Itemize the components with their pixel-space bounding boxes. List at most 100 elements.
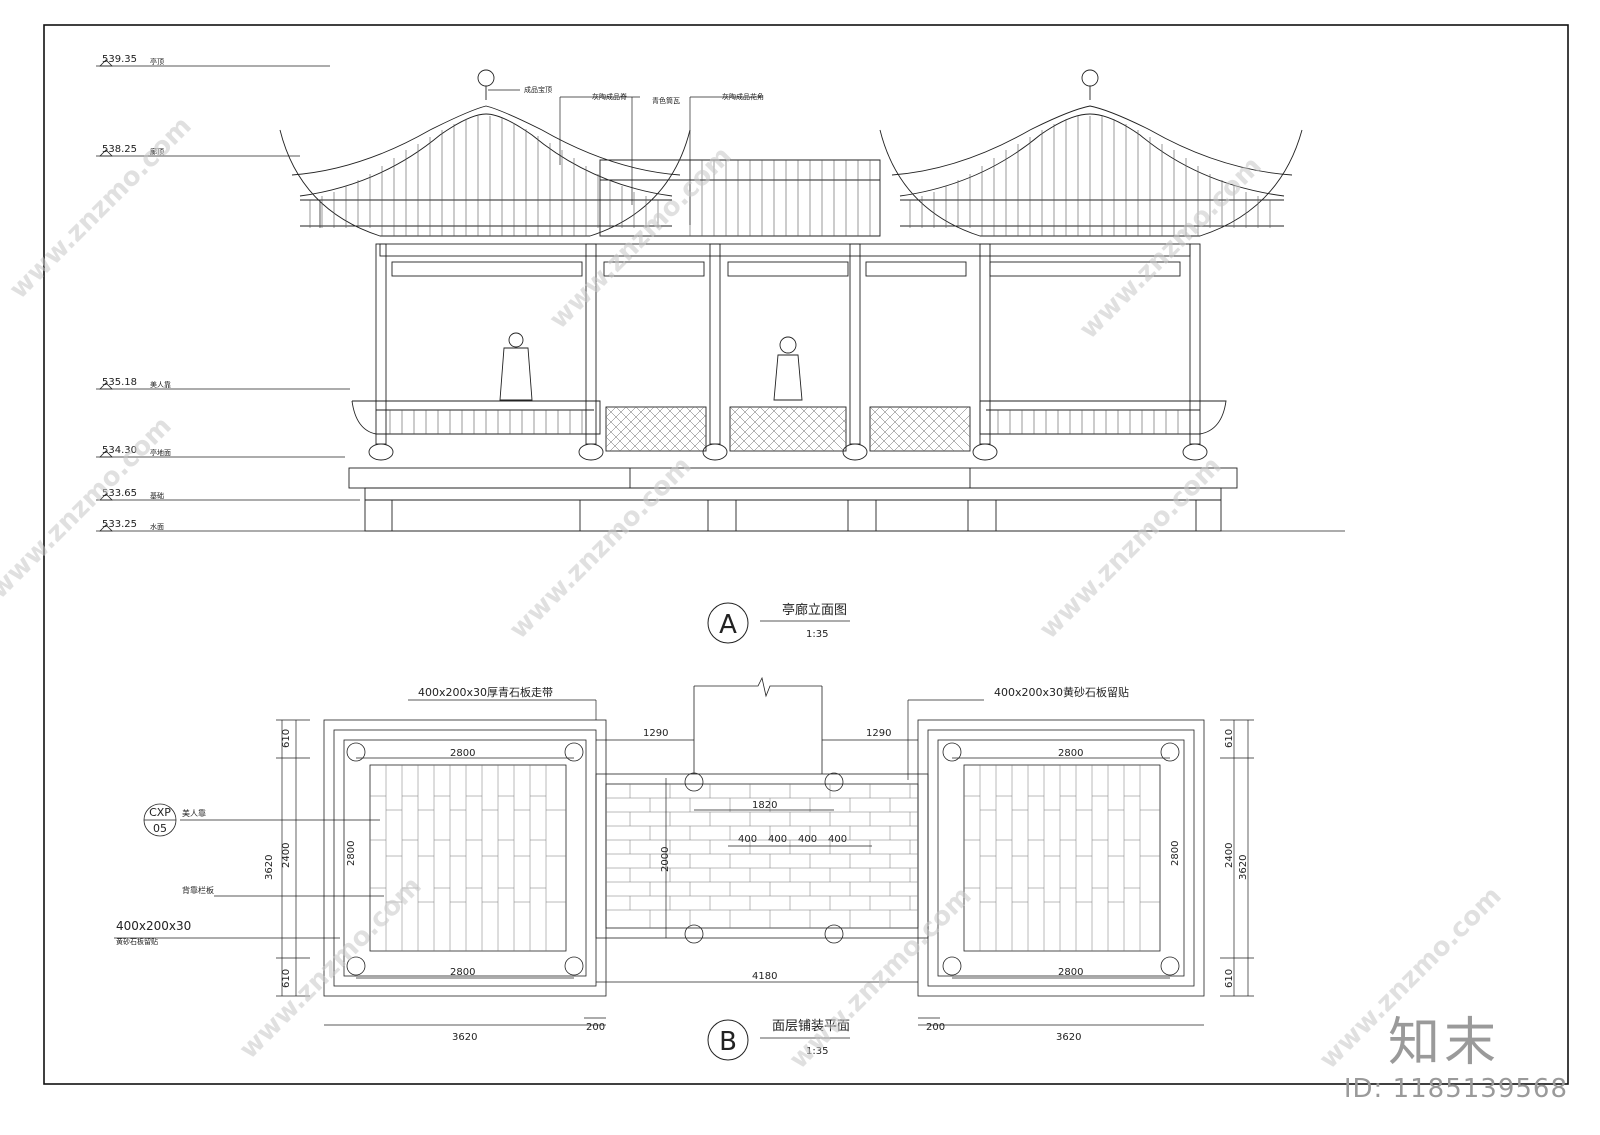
title-bubble-a xyxy=(707,602,749,644)
dimension-lines xyxy=(114,699,1254,1026)
dim-label: 3620 xyxy=(264,855,275,880)
callout-leaders xyxy=(488,89,760,225)
elevation-scale: 1:35 xyxy=(806,629,828,640)
brand-logo: 知末 xyxy=(1387,1013,1500,1073)
dim-label: 400 xyxy=(768,834,787,845)
level-value: 535.18 xyxy=(102,377,137,388)
dim-label: 2800 xyxy=(1170,841,1181,866)
dim-label: 1290 xyxy=(866,728,891,739)
plan-dimensions: 1290 1290 2800 2800 1820 400 400 400 400… xyxy=(264,728,1249,1043)
callout-label: 青色筒瓦 xyxy=(652,96,680,105)
level-label: 亭地面 xyxy=(150,448,171,457)
dim-label: 610 xyxy=(1224,969,1235,988)
dim-label: 200 xyxy=(586,1022,605,1033)
baluster-ticks xyxy=(389,410,1179,434)
left-pavilion-roof xyxy=(279,69,691,237)
title-bubble-b xyxy=(707,1019,749,1061)
level-value: 538.25 xyxy=(102,144,137,155)
dim-label: 400 xyxy=(798,834,817,845)
platform xyxy=(348,467,1238,532)
plan-scale: 1:35 xyxy=(806,1046,828,1057)
dim-label: 2800 xyxy=(1058,967,1083,978)
callout-seat: 美人靠 xyxy=(182,808,206,818)
dim-label: 400 xyxy=(738,834,757,845)
right-pavilion-roof xyxy=(879,69,1303,237)
dim-label: 4180 xyxy=(752,971,777,982)
level-value: 533.65 xyxy=(102,488,137,499)
ref-bubble-top: CXP xyxy=(149,806,171,819)
dim-label: 3620 xyxy=(1056,1032,1081,1043)
lattice-hatch xyxy=(605,406,971,452)
elevation-callouts: 成品宝顶 灰陶成品脊 青色筒瓦 灰陶成品花角 xyxy=(524,85,764,105)
level-label: 亭顶 xyxy=(150,57,164,66)
callout-note: 黄砂石板留贴 xyxy=(116,937,158,946)
paving-left xyxy=(370,765,566,951)
dim-label: 2000 xyxy=(660,847,671,872)
dim-label: 200 xyxy=(926,1022,945,1033)
sheet-border xyxy=(43,24,1569,1085)
watermark-text: www.znzmo.com xyxy=(504,451,698,645)
level-label: 水面 xyxy=(150,522,164,531)
callout-size: 400x200x30 xyxy=(116,919,191,933)
callout-left-top: 400x200x30厚青石板走带 xyxy=(418,685,553,699)
level-value: 539.35 xyxy=(102,54,137,65)
asset-id: ID: 1185139568 xyxy=(1343,1074,1568,1104)
dim-label: 1820 xyxy=(752,800,777,811)
dim-label: 400 xyxy=(828,834,847,845)
watermark-text: www.znzmo.com xyxy=(234,871,428,1065)
watermark-text: www.znzmo.com xyxy=(4,111,198,305)
corridor-roof-tiles xyxy=(689,160,871,236)
watermark-text: www.znzmo.com xyxy=(1034,451,1228,645)
callout-label: 成品宝顶 xyxy=(524,85,552,94)
dim-label: 2800 xyxy=(450,748,475,759)
dim-label: 2400 xyxy=(281,843,292,868)
corridor-roof xyxy=(599,159,881,237)
title-symbol-a: A xyxy=(719,610,737,640)
dim-label: 3620 xyxy=(1238,855,1249,880)
scale-figure-woman xyxy=(773,336,803,401)
seat-railing-right xyxy=(979,400,1227,435)
column-bases xyxy=(368,443,1208,461)
elevation-title: 亭廊立面图 xyxy=(782,602,847,618)
plan-title: 面层铺装平面 xyxy=(772,1019,850,1034)
dim-label: 3620 xyxy=(452,1032,477,1043)
paving-corridor xyxy=(606,784,918,928)
dim-label: 610 xyxy=(281,969,292,988)
ref-bubble-bottom: 05 xyxy=(153,822,167,835)
plan-callouts: 400x200x30厚青石板走带 400x200x30黄砂石板留贴 美人靠 背靠… xyxy=(116,685,1129,946)
dim-label: 2800 xyxy=(1058,748,1083,759)
dim-label: 2800 xyxy=(346,841,357,866)
callout-label: 灰陶成品脊 xyxy=(592,92,627,101)
dim-label: 2400 xyxy=(1224,843,1235,868)
title-block-a: A 亭廊立面图 1:35 xyxy=(707,602,850,644)
paving-right xyxy=(964,765,1160,951)
scale-figure-man xyxy=(499,332,533,401)
dim-label: 1290 xyxy=(643,728,668,739)
level-label: 基础 xyxy=(150,491,164,500)
pavilion-elevation xyxy=(279,69,1303,532)
level-label: 美人靠 xyxy=(150,380,171,389)
dim-label: 610 xyxy=(1224,729,1235,748)
lattice-panels xyxy=(605,406,971,452)
watermark-text: www.znzmo.com xyxy=(1074,151,1268,345)
level-value: 534.30 xyxy=(102,445,137,456)
level-value: 533.25 xyxy=(102,519,137,530)
watermark-text: www.znzmo.com xyxy=(544,141,738,335)
title-block-b: B 面层铺装平面 1:35 xyxy=(707,1019,850,1061)
lattice-frieze xyxy=(379,243,1191,277)
level-markers xyxy=(96,59,1345,532)
left-roof-tiles xyxy=(309,116,659,236)
callout-right-top: 400x200x30黄砂石板留贴 xyxy=(994,685,1129,699)
watermark-text: www.znzmo.com xyxy=(0,411,178,605)
dim-label: 2800 xyxy=(450,967,475,978)
columns xyxy=(375,243,1201,445)
callout-label: 灰陶成品花角 xyxy=(722,92,764,101)
seat-railing-left xyxy=(351,400,601,435)
callout-backrest: 背靠栏板 xyxy=(182,885,214,895)
level-label: 廊顶 xyxy=(150,147,164,156)
title-symbol-b: B xyxy=(719,1027,737,1057)
dim-label: 610 xyxy=(281,729,292,748)
level-labels: 539.35 亭顶 538.25 廊顶 535.18 美人靠 534.30 亭地… xyxy=(102,54,171,531)
